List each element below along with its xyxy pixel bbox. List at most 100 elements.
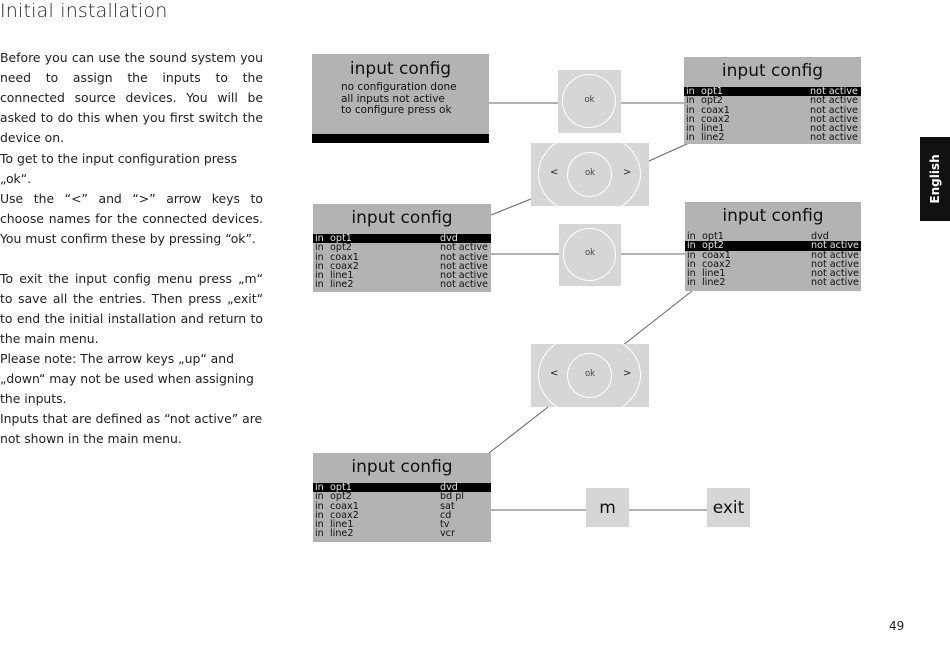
row-prefix: in	[315, 233, 324, 244]
row-value: sat	[440, 500, 455, 512]
navigation-pad-2[interactable]: ok < >	[531, 344, 649, 407]
row-input: line1	[330, 270, 354, 282]
row-value: not active	[810, 86, 858, 97]
screen-title: input config	[722, 206, 824, 226]
screen-bottom-bar	[312, 134, 489, 143]
ok-label: ok	[584, 248, 596, 258]
row-input: coax2	[702, 258, 731, 270]
m-label: m	[599, 497, 616, 518]
paragraph-exit: To exit the input config menu press „m“ …	[0, 271, 263, 346]
ok-ring	[563, 228, 616, 281]
row-input: coax1	[701, 104, 730, 116]
ok-label: ok	[584, 369, 596, 379]
row-prefix: in	[315, 500, 324, 512]
row-prefix: in	[687, 258, 696, 270]
nav-inner-ring	[567, 353, 612, 398]
row-value: vcr	[440, 528, 455, 540]
ok-button-1[interactable]: ok	[558, 70, 621, 133]
row-prefix: in	[315, 509, 324, 521]
row-value: not active	[811, 277, 859, 289]
ok-button-2[interactable]: ok	[559, 224, 621, 286]
row-value: not active	[810, 95, 858, 107]
row-value: not active	[440, 270, 488, 282]
screen-title: input config	[351, 457, 453, 477]
row-prefix: in	[686, 95, 695, 107]
row-prefix: in	[686, 132, 695, 144]
row-value: tv	[440, 519, 450, 531]
row-prefix: in	[315, 491, 324, 503]
row-value: not active	[810, 123, 858, 135]
page-number: 49	[889, 619, 905, 633]
connector-line	[490, 198, 532, 216]
row-value: not active	[440, 242, 488, 254]
row-value: not active	[811, 249, 859, 261]
ok-label: ok	[584, 95, 595, 105]
message-line: to configure press ok	[341, 104, 452, 116]
ok-ring	[562, 74, 616, 128]
page-title: Initial installation	[0, 0, 168, 22]
connector-line	[621, 290, 693, 347]
nav-inner-ring	[567, 152, 612, 197]
row-prefix: in	[315, 242, 324, 254]
ok-label: ok	[584, 168, 596, 178]
row-input: coax2	[330, 509, 359, 521]
paragraph-not-active: Inputs that are defined as “not active” …	[0, 411, 263, 446]
row-prefix: in	[315, 528, 324, 540]
row-input: line1	[701, 123, 725, 135]
input-row: in line2 vcr	[313, 528, 491, 540]
nav-outer-ring	[538, 143, 641, 206]
navigation-pad-1[interactable]: ok < >	[531, 143, 649, 206]
left-arrow-key[interactable]: <	[550, 368, 559, 379]
right-arrow-key[interactable]: >	[623, 167, 632, 178]
input-row: in line1 not active	[684, 123, 861, 135]
row-input: opt1	[330, 233, 352, 244]
row-value: dvd	[440, 482, 458, 493]
message-line: no configuration done	[341, 81, 457, 93]
connector-line	[648, 142, 690, 162]
row-value: not active	[811, 268, 859, 280]
row-prefix: in	[686, 123, 695, 135]
left-arrow-key[interactable]: <	[550, 167, 559, 178]
row-input: line2	[330, 528, 354, 540]
row-prefix: in	[687, 231, 696, 242]
row-prefix: in	[687, 268, 696, 280]
row-input: line1	[330, 519, 354, 531]
row-input: line2	[701, 132, 725, 144]
exit-button[interactable]: exit	[707, 488, 750, 527]
right-arrow-key[interactable]: >	[623, 368, 632, 379]
row-value: not active	[810, 113, 858, 125]
row-value: not active	[440, 251, 488, 263]
paragraph-note: Please note: The arrow keys „up“ and „do…	[0, 351, 254, 406]
screen-title: input config	[349, 59, 452, 79]
row-input: opt1	[702, 231, 724, 242]
paragraph-ok: To get to the input configuration press …	[0, 151, 238, 186]
row-prefix: in	[315, 260, 324, 272]
m-button[interactable]: m	[586, 488, 629, 527]
row-prefix: in	[686, 86, 695, 97]
row-prefix: in	[687, 240, 696, 252]
row-input: opt2	[702, 240, 724, 252]
row-prefix: in	[315, 251, 324, 263]
row-value: not active	[440, 260, 488, 272]
row-prefix: in	[315, 279, 324, 291]
screen-title: input config	[351, 208, 453, 228]
